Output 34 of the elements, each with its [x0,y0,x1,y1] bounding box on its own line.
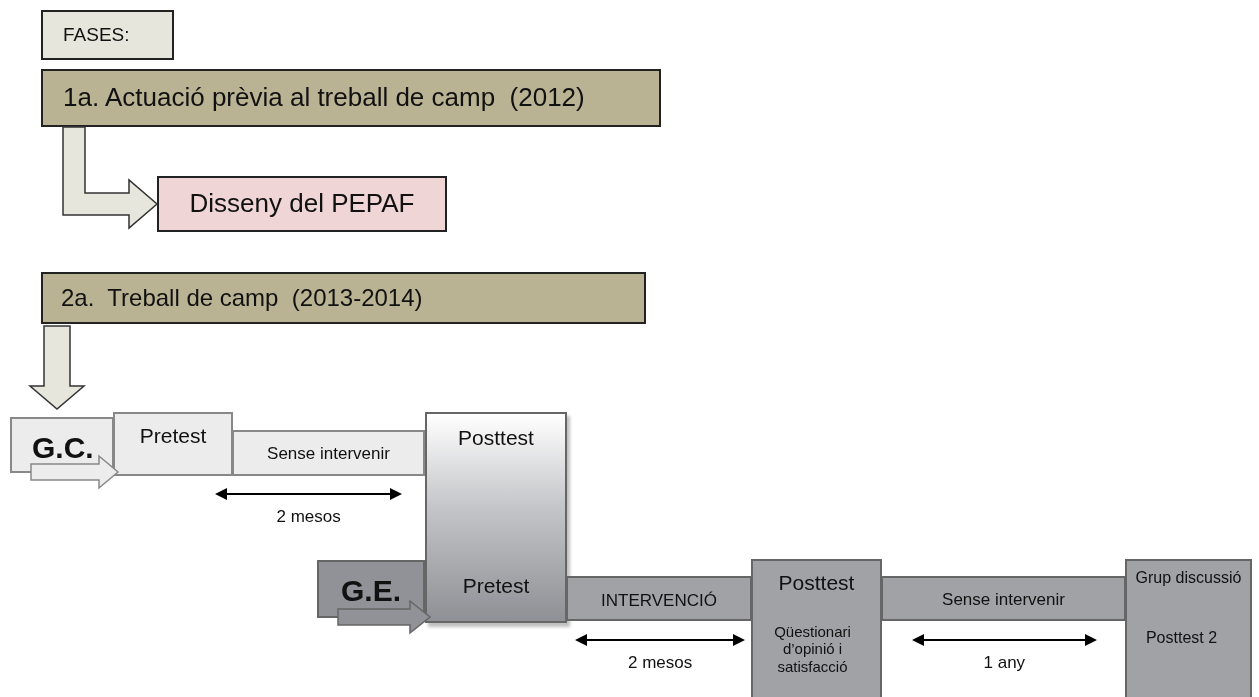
box-label: Pretest [138,424,208,449]
box-note: Pretest [461,574,531,599]
box-label: INTERVENCIÓ [600,591,718,611]
box-label: Disseny del PEPAF [188,189,416,219]
box-note: Qüestionari d’opinió i satisfacció [773,623,852,675]
duration-label: 2 mesos [276,507,341,527]
phase-box [41,272,646,324]
phase-box [41,69,661,127]
box-label: FASES: [62,24,131,46]
box-label: Sense intervenir [266,444,391,464]
box-label: G.C. [31,431,95,466]
process-box [157,176,447,232]
box-heading: Posttest [457,426,535,451]
phase-header-box [41,10,174,60]
duration-label: 2 mesos [628,653,693,673]
stage-band [232,430,425,476]
stage-band [881,576,1126,621]
stage-box [113,412,233,476]
block-arrow [30,454,120,490]
block-arrow [337,599,432,635]
box-label: 1a. Actuació prèvia al treball de camp (2012) [62,83,586,113]
test-box [425,412,567,623]
test-box [1125,559,1252,697]
box-heading: Posttest [777,571,856,596]
block-arrow [27,325,87,410]
box-note: Posttest 2 [1144,629,1219,648]
duration-label: 1 any [983,653,1026,673]
box-label: 2a. Treball de camp (2013-2014) [60,284,424,312]
test-box [751,559,882,697]
box-label: G.E. [340,574,402,609]
stage-band [566,576,752,621]
block-arrow [62,126,159,230]
box-label: Sense intervenir [941,590,1066,610]
box-heading: Grup discussió [1134,569,1243,588]
